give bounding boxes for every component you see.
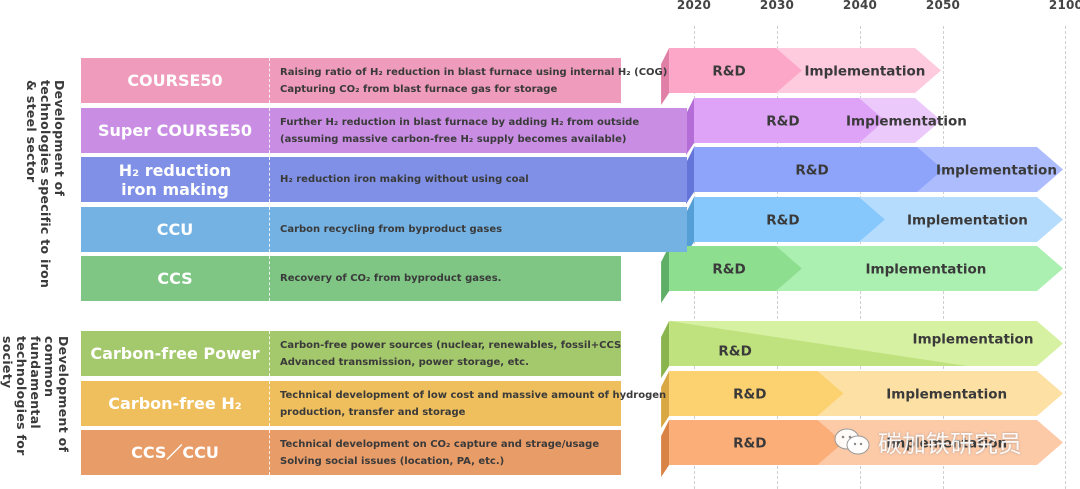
implementation-label: Implementation	[913, 332, 1034, 348]
rd-label: R&D	[718, 344, 751, 360]
bar-edge	[686, 98, 694, 155]
watermark: 碳加铁研究员	[832, 424, 1022, 459]
rd-label: R&D	[766, 213, 799, 229]
year-label-2100: 2100	[1048, 0, 1080, 12]
bar-edge	[661, 48, 670, 105]
description-line: Carbon recycling from byproduct gases	[280, 224, 503, 235]
implementation-label: Implementation	[886, 387, 1007, 403]
timeline-bar: R&D Implementation	[686, 98, 967, 155]
row-description: Raising ratio of H₂ reduction in blast f…	[269, 58, 668, 103]
row-name: COURSE50	[127, 71, 223, 90]
description-line: Further H₂ reduction in blast furnace by…	[280, 116, 640, 128]
row-name: CCS	[157, 269, 193, 288]
year-label-2030: 2030	[759, 0, 795, 12]
row-name: Carbon-free H₂	[108, 394, 242, 413]
watermark-text: 碳加铁研究员	[878, 430, 1022, 458]
row-description: Technical development on CO₂ capture and…	[269, 430, 621, 475]
row-carbon-free-h2: Carbon-free H₂ Technical development of …	[81, 381, 667, 426]
timeline-bar: R&D Implementation	[686, 197, 1063, 254]
rd-label: R&D	[712, 262, 745, 278]
implementation-label: Implementation	[804, 64, 925, 80]
gridline-2100	[1065, 26, 1066, 489]
rd-label: R&D	[795, 163, 828, 179]
rd-segment	[669, 48, 802, 93]
row-h2-reduction: H₂ reduction iron making H₂ reduction ir…	[81, 157, 687, 202]
rd-label: R&D	[712, 64, 745, 80]
timeline-bar: R&D Implementation	[661, 321, 1063, 378]
description-line: Advanced transmission, power storage, et…	[280, 356, 529, 368]
description-line: Technical development of low cost and ma…	[280, 389, 667, 401]
row-course50: COURSE50 Raising ratio of H₂ reduction i…	[81, 58, 668, 103]
row-name: H₂ reduction iron making	[118, 160, 232, 199]
timeline-bar: R&D Implementation	[661, 48, 941, 105]
year-label-2040: 2040	[842, 0, 878, 12]
row-ccs: CCS Recovery of CO₂ from byproduct gases…	[81, 256, 621, 301]
bar-edge	[661, 321, 670, 378]
year-label-2020: 2020	[676, 0, 712, 12]
row-name: CCS／CCU	[131, 443, 219, 462]
wechat-icon	[834, 428, 870, 454]
bar-edge	[661, 420, 670, 477]
rd-label: R&D	[733, 436, 766, 452]
description-line: (assuming massive carbon-free H₂ supply …	[280, 133, 627, 145]
rd-segment	[669, 246, 802, 291]
row-description: Recovery of CO₂ from byproduct gases.	[269, 256, 621, 301]
description-line: Carbon-free power sources (nuclear, rene…	[280, 339, 622, 351]
rd-segment	[669, 321, 967, 366]
implementation-label: Implementation	[886, 436, 1007, 452]
description-line: production, transfer and storage	[280, 406, 466, 418]
year-label-2050: 2050	[925, 0, 961, 12]
description-line: Capturing CO₂ from blast furnace gas for…	[280, 83, 558, 95]
rd-segment	[694, 147, 943, 192]
bar-edge	[686, 197, 694, 254]
rd-segment	[669, 420, 844, 465]
rd-label: R&D	[766, 114, 799, 130]
description-line: Raising ratio of H₂ reduction in blast f…	[280, 66, 668, 78]
row-description: Further H₂ reduction in blast furnace by…	[269, 108, 687, 153]
bar-edge	[661, 371, 670, 428]
rd-segment	[669, 371, 844, 416]
implementation-label: Implementation	[846, 114, 967, 130]
timeline-bar: R&D Implementation	[661, 246, 1063, 303]
implementation-label: Implementation	[865, 262, 986, 278]
implementation-label: Implementation	[907, 213, 1028, 229]
row-description: H₂ reduction iron making without using c…	[269, 157, 687, 202]
description-line: Technical development on CO₂ capture and…	[280, 438, 600, 450]
row-description: Carbon-free power sources (nuclear, rene…	[269, 331, 621, 376]
description-line: Recovery of CO₂ from byproduct gases.	[280, 273, 502, 284]
implementation-label: Implementation	[936, 163, 1057, 179]
rd-segment	[694, 197, 885, 242]
group-label-society: Development of common fundamental techno…	[0, 336, 71, 456]
row-name: Carbon-free Power	[90, 344, 260, 363]
row-carbon-free-power: Carbon-free Power Carbon-free power sour…	[81, 331, 621, 376]
row-ccs-ccu: CCS／CCU Technical development on CO₂ cap…	[81, 430, 621, 475]
row-name: CCU	[156, 220, 194, 239]
row-description: Technical development of low cost and ma…	[269, 381, 667, 426]
description-line: Solving social issues (location, PA, etc…	[280, 455, 505, 467]
row-ccu: CCU Carbon recycling from byproduct gase…	[81, 207, 687, 252]
bar-edge	[686, 147, 694, 204]
timeline-bar: R&D Implementation	[686, 147, 1063, 204]
row-description: Carbon recycling from byproduct gases	[269, 207, 687, 252]
rd-label: R&D	[733, 387, 766, 403]
rd-segment	[694, 98, 885, 143]
group-label-steel: Development of technologies specific to …	[24, 80, 67, 289]
row-super-course50: Super COURSE50 Further H₂ reduction in b…	[81, 108, 687, 153]
timeline-bar: R&D Implementation	[661, 371, 1063, 428]
description-line: H₂ reduction iron making without using c…	[280, 174, 529, 185]
bar-edge	[661, 246, 670, 303]
row-name: Super COURSE50	[97, 121, 253, 140]
